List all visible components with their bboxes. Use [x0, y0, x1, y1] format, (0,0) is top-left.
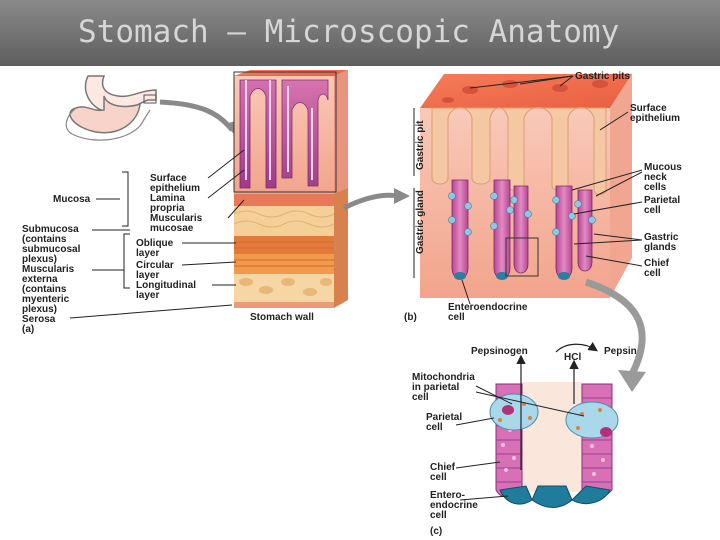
label-oblique-layer: Oblique — [136, 238, 174, 249]
label-parietal-cell-c: Parietal — [426, 412, 462, 423]
detail-box-b — [505, 237, 539, 277]
parietal-cells-c — [489, 393, 619, 439]
label-mitochondria-3: cell — [412, 392, 429, 403]
label-hcl: HCl — [564, 352, 581, 363]
panel-c-tag: (c) — [430, 526, 442, 537]
label-pepsinogen: Pepsinogen — [471, 346, 528, 357]
curved-arrow — [159, 99, 234, 132]
stomach-icon — [65, 75, 157, 141]
label-mucous-neck-cells-2: neck — [644, 172, 667, 183]
label-gastric-pits: Gastric pits — [575, 71, 630, 82]
label-chief-cell-b-2: cell — [644, 268, 661, 279]
label-surface-epithelium-a-2: epithelium — [150, 183, 200, 194]
enteroendocrine-cells-b — [454, 272, 570, 280]
label-mitochondria: Mitochondria — [412, 372, 475, 383]
longitudinal-layer — [234, 274, 334, 302]
label-pepsin: Pepsin — [604, 346, 637, 357]
label-parietal-cell-b: Parietal — [644, 195, 680, 206]
label-surface-epithelium-a: Surface — [150, 173, 187, 184]
label-enteroendocrine-c-2: endocrine — [430, 500, 478, 511]
block-a-top — [234, 70, 348, 76]
enteroendocrine-cells-c — [499, 485, 611, 508]
label-gastric-gland: Gastric gland — [415, 190, 426, 254]
label-enteroendocrine-b-2: cell — [448, 312, 465, 323]
label-muscularis-5: plexus) — [22, 304, 57, 315]
label-surface-epithelium-b-2: epithelium — [630, 113, 680, 124]
label-chief-cell-b: Chief — [644, 258, 670, 269]
label-chief-cell-c-2: cell — [430, 472, 447, 483]
slide-title: Stomach – Microscopic Anatomy — [78, 14, 620, 50]
oblique-layer — [234, 236, 334, 254]
label-muscularis: Muscularis — [22, 264, 75, 275]
label-chief-cell-c: Chief — [430, 462, 456, 473]
label-muscularis-2: externa — [22, 274, 58, 285]
label-gastric-glands-2: glands — [644, 242, 677, 253]
gastric-glands-b — [451, 179, 593, 279]
arrow-b-to-c — [584, 278, 646, 380]
label-submucosa: Submucosa — [22, 224, 79, 235]
gland-wall-right — [581, 383, 613, 498]
label-longitudinal-layer-2: layer — [136, 290, 159, 301]
label-submucosa-3: submucosal — [22, 244, 81, 255]
block-b-top — [420, 74, 632, 108]
label-gastric-pit: Gastric pit — [415, 120, 426, 170]
label-surface-epithelium-b: Surface — [630, 103, 667, 114]
serosa-layer — [234, 302, 334, 308]
label-enteroendocrine-c: Entero- — [430, 490, 465, 501]
label-parietal-cell-c-2: cell — [426, 422, 443, 433]
muscularis-mucosae — [234, 194, 334, 206]
label-enteroendocrine-c-3: cell — [430, 510, 447, 521]
label-longitudinal-layer: Longitudinal — [136, 280, 196, 291]
label-enteroendocrine-b: Enteroendocrine — [448, 302, 528, 313]
parietal-cells-b — [448, 192, 596, 236]
label-oblique-layer-2: layer — [136, 248, 159, 259]
label-serosa: Serosa — [22, 314, 56, 325]
label-submucosa-2: (contains — [22, 234, 67, 245]
label-circular-layer: Circular — [136, 260, 174, 271]
label-mucous-neck-cells-3: cells — [644, 182, 667, 193]
label-gastric-glands: Gastric — [644, 232, 679, 243]
panel-b-tag: (b) — [404, 312, 417, 323]
label-lamina-propria: Lamina — [150, 193, 185, 204]
gastric-glands-a — [239, 79, 329, 189]
label-parietal-cell-b-2: cell — [644, 205, 661, 216]
circular-layer — [234, 254, 334, 274]
label-submucosa-4: plexus) — [22, 254, 57, 265]
label-mitochondria-2: in parietal — [412, 382, 459, 393]
label-stomach-wall: Stomach wall — [250, 312, 314, 323]
label-muscularis-mucosae: Muscularis — [150, 213, 203, 224]
label-muscularis-mucosae-2: mucosae — [150, 223, 194, 234]
label-mucous-neck-cells: Mucous — [644, 162, 682, 173]
label-lamina-propria-2: propria — [150, 203, 185, 214]
gland-lumen — [522, 382, 582, 492]
label-mucosa: Mucosa — [53, 194, 91, 205]
label-circular-layer-2: layer — [136, 270, 159, 281]
title-bar: Stomach – Microscopic Anatomy — [0, 0, 720, 66]
label-muscularis-4: myenteric — [22, 294, 70, 305]
arrow-a-to-b — [342, 192, 399, 211]
label-muscularis-3: (contains — [22, 284, 67, 295]
panel-a-tag: (a) — [22, 324, 34, 335]
